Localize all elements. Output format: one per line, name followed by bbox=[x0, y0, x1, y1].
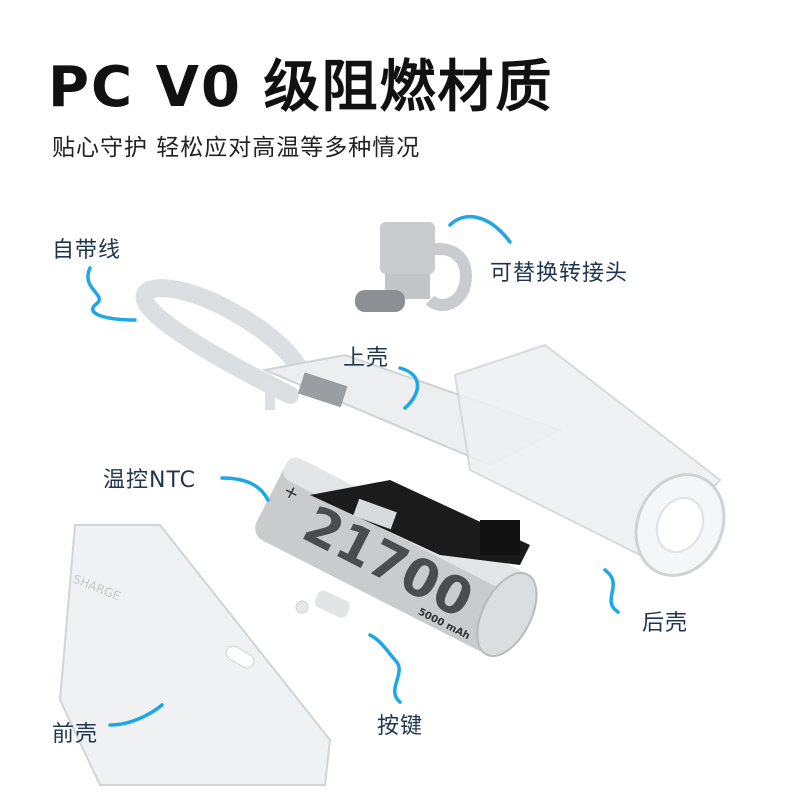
callout-arrows bbox=[86, 214, 620, 727]
cable-arrow bbox=[86, 266, 137, 322]
label-ntc: 温控NTC bbox=[103, 468, 196, 493]
power-button-part bbox=[295, 590, 351, 618]
pcb-board bbox=[310, 480, 530, 565]
button-arrow bbox=[368, 633, 402, 704]
adapter-arrow bbox=[448, 214, 512, 244]
rear-shell bbox=[453, 343, 726, 577]
label-top-shell: 上壳 bbox=[343, 346, 390, 371]
label-button: 按键 bbox=[377, 714, 424, 739]
page-title: PC V0 级阻燃材质 bbox=[48, 55, 554, 120]
page-subtitle: 贴心守护 轻松应对高温等多种情况 bbox=[52, 135, 421, 161]
front-shell-arrow bbox=[108, 703, 164, 727]
label-replaceable-adapter: 可替换转接头 bbox=[490, 261, 629, 286]
label-built-in-cable: 自带线 bbox=[52, 238, 122, 263]
label-rear-shell: 后壳 bbox=[642, 611, 689, 636]
rear-shell-arrow bbox=[603, 568, 620, 614]
label-front-shell: 前壳 bbox=[52, 722, 99, 747]
ntc-arrow bbox=[220, 476, 270, 502]
built-in-cable bbox=[135, 279, 309, 404]
front-shell: SHARGE bbox=[58, 524, 332, 786]
top-shell-arrow bbox=[398, 366, 420, 410]
replaceable-adapter bbox=[355, 222, 472, 312]
